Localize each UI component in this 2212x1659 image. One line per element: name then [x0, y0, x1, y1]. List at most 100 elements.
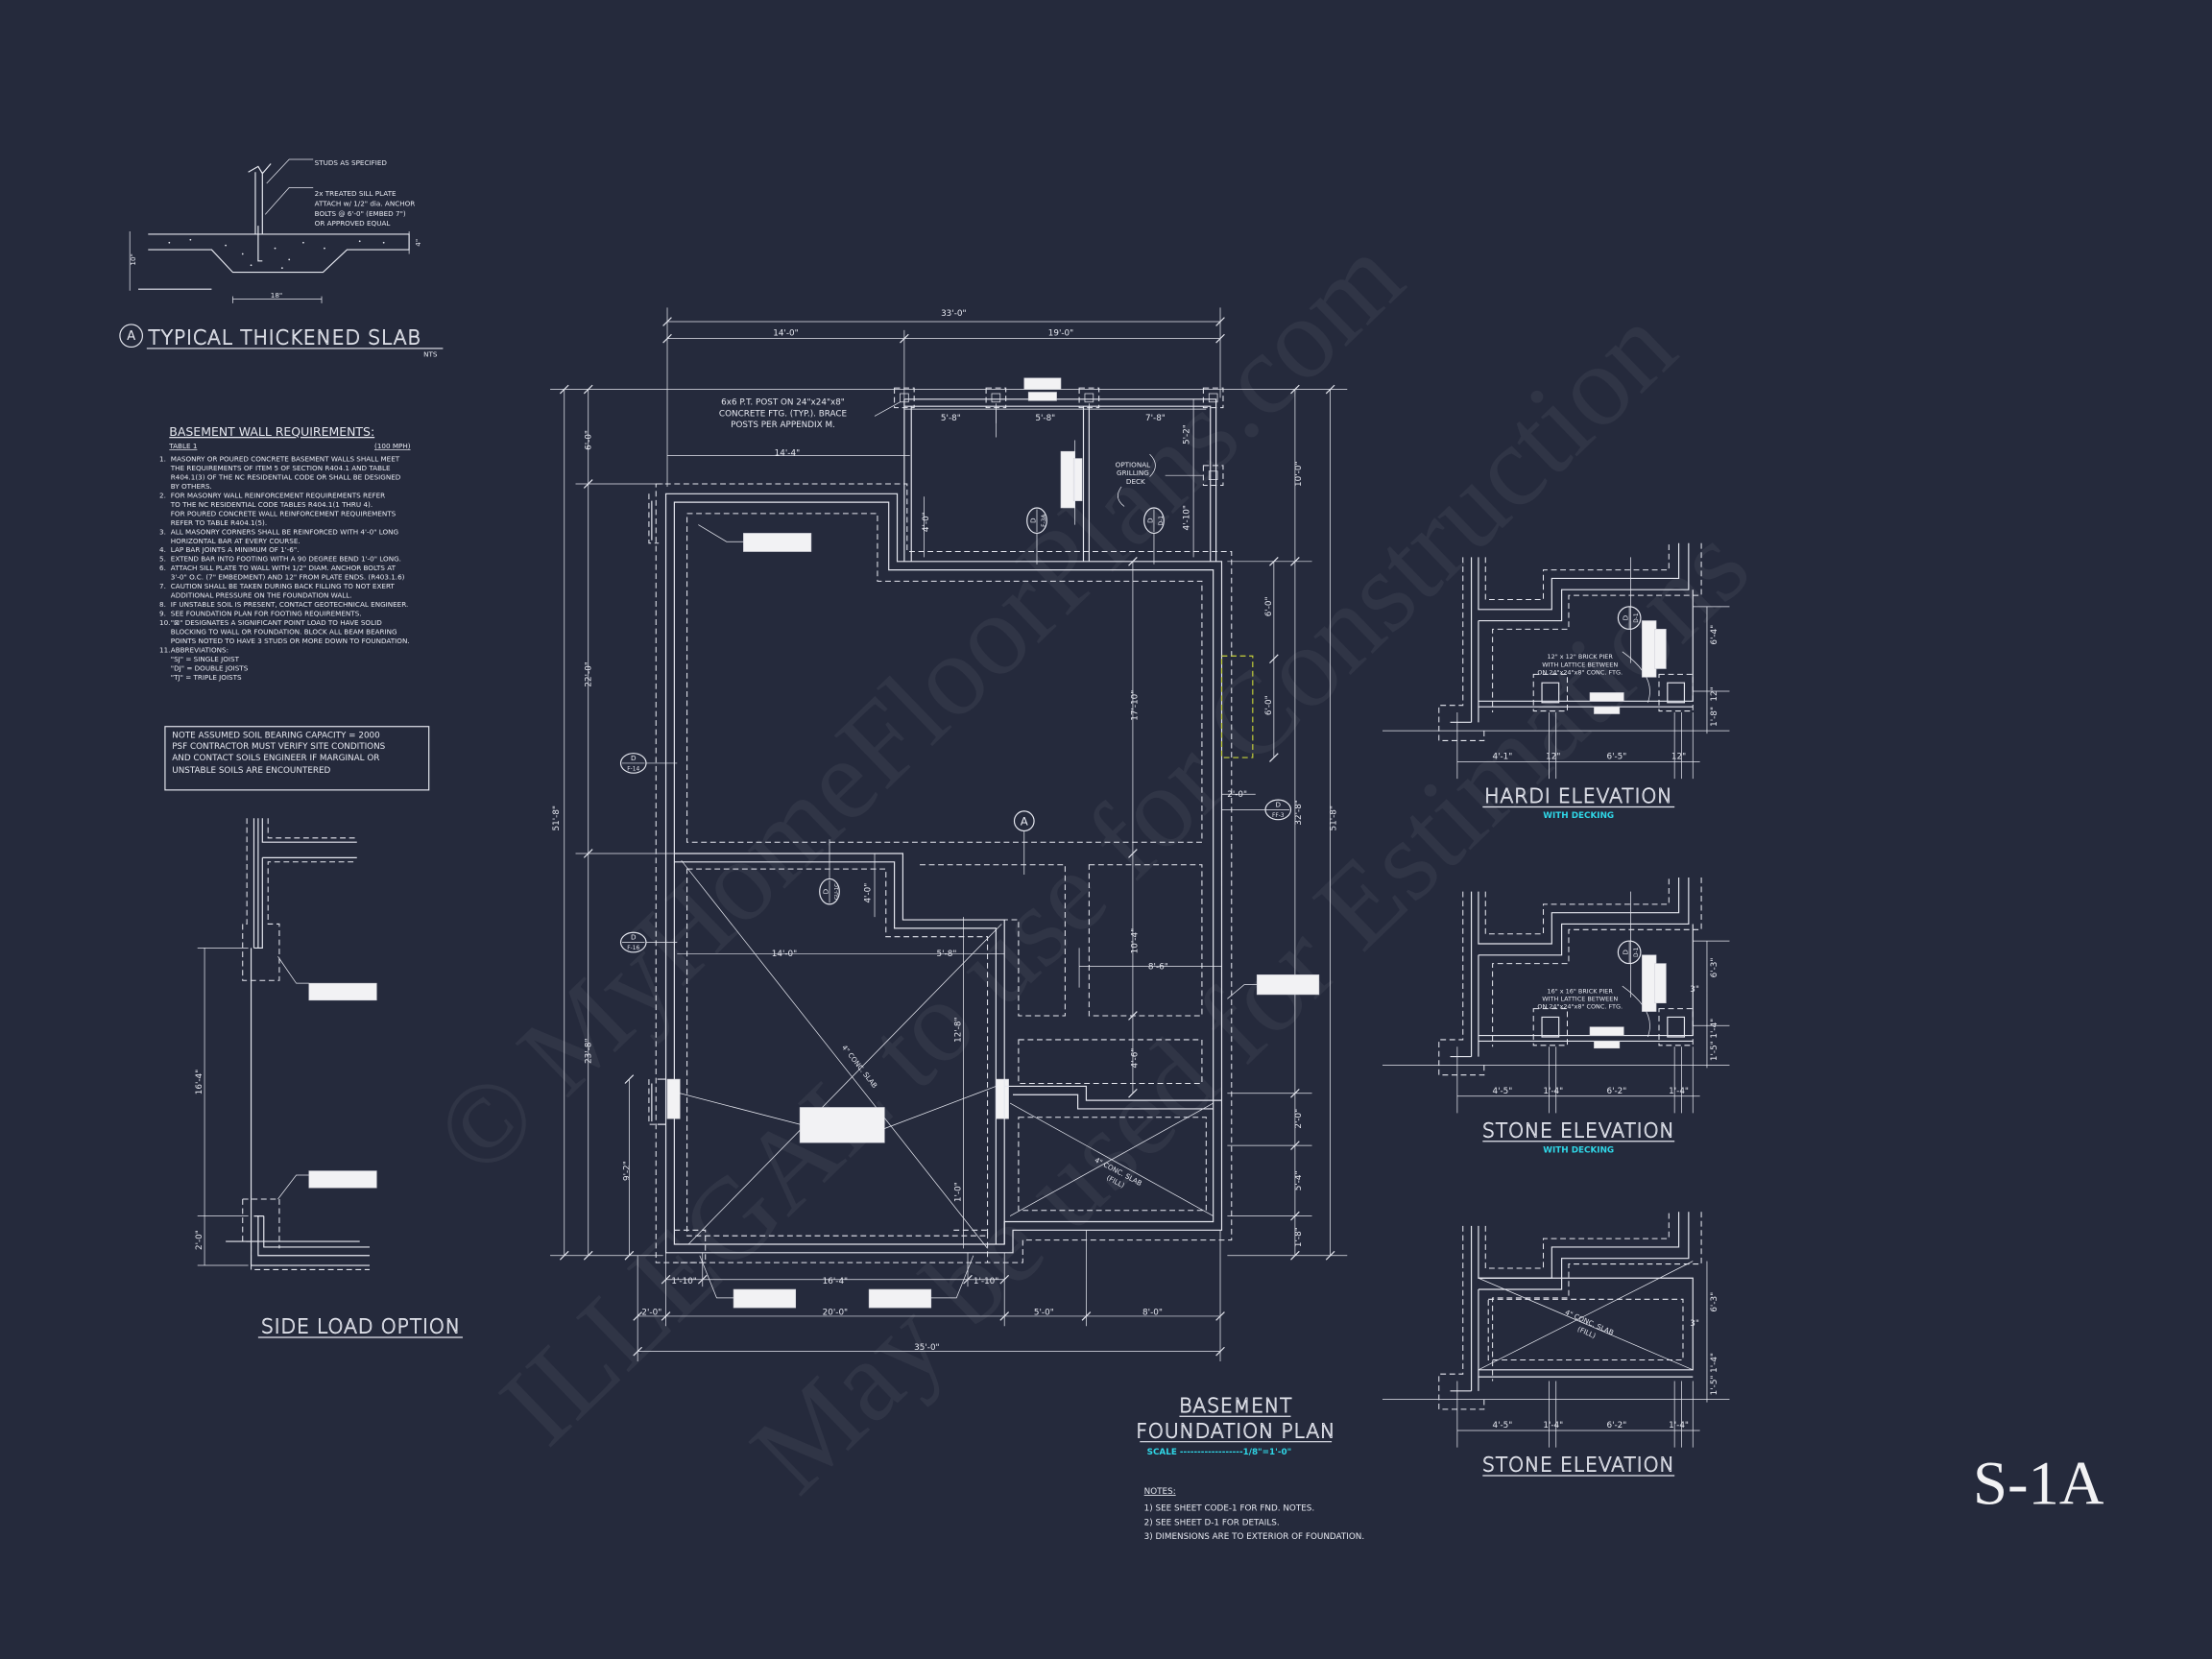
anchor-bolt: [257, 226, 263, 262]
dim-text: 5'-8": [941, 414, 961, 423]
plan-note: 2) SEE SHEET D-1 FOR DETAILS.: [1144, 1518, 1280, 1527]
pier-label: [666, 1078, 681, 1119]
notes-title: NOTES:: [1144, 1487, 1176, 1497]
footing-outer: [655, 483, 1233, 1263]
dim-text: 1'-0": [954, 1182, 964, 1202]
elevation-dim-text: 1'-4": [1710, 1019, 1719, 1039]
redacted-label: [743, 533, 812, 552]
dim-text: 16'-4": [823, 1277, 848, 1286]
dim-text: 12'-8": [954, 1017, 964, 1042]
detail-ref-letter: D: [822, 888, 830, 894]
redacted-label: [799, 1107, 885, 1143]
requirement-line: IF UNSTABLE SOIL IS PRESENT, CONTACT GEO…: [171, 600, 408, 609]
soil-note-box: NOTE ASSUMED SOIL BEARING CAPACITY = 200…: [164, 726, 430, 791]
elevation-title: STONE ELEVATION: [1482, 1454, 1675, 1477]
detail-ref-letter: D: [1029, 517, 1038, 523]
beam-label: [1060, 450, 1075, 509]
elevation-dim-text: 1'-4": [1669, 1087, 1689, 1096]
detail-ref-letter: D: [1275, 800, 1281, 808]
elevation-dim-text: 6'-3": [1710, 1292, 1719, 1312]
detail-ref-ff3[interactable]: D FF-3: [1264, 799, 1292, 821]
detail-ref-d1[interactable]: D D-1: [1143, 507, 1165, 565]
dim-text: 2'-0": [641, 1308, 661, 1317]
requirement-line: ALL MASONRY CORNERS SHALL BE REINFORCED …: [171, 527, 398, 536]
elevation-title: STONE ELEVATION: [1482, 1118, 1675, 1142]
garage-footing: [686, 868, 989, 1237]
dim-text: 19'-0": [1048, 329, 1073, 339]
side-load-option: 16'-4" 2'-0" SIDE LOAD OPTION: [195, 818, 463, 1338]
dim-text: 5'-8": [1035, 414, 1055, 423]
detail-ref-sheet: D-1: [1159, 516, 1165, 526]
detail-marker-circle: [119, 324, 143, 349]
elevation-dim-text: 4'-5": [1492, 1421, 1512, 1431]
dim-text: 4'-10": [1183, 505, 1192, 530]
requirement-line: HORIZONTAL BAR AT EVERY COURSE.: [171, 537, 301, 545]
requirement-number: 11.: [159, 646, 170, 655]
elevation-dim-text: 1'-5": [1710, 1041, 1719, 1061]
detail-ref-sheet: D-1: [1634, 613, 1640, 623]
dim-text: 33'-0": [941, 309, 966, 319]
requirement-line: LAP BAR JOINTS A MINIMUM OF 1'-6".: [171, 545, 300, 554]
slab-outline: [1478, 1277, 1694, 1378]
wall-requirements-table: TABLE 1: [168, 442, 197, 450]
garage-slab-x: [681, 860, 1002, 1249]
slab-depth-dim: 10": [129, 253, 137, 265]
dim-text: 9'-2": [622, 1161, 632, 1181]
elevation-subtitle: WITH DECKING: [1543, 1145, 1614, 1155]
beam-label: [1642, 620, 1657, 678]
plan-dimensions: 33'-0" 14'-0" 19'-0" 5'-8" 5'-8" 7'-8" 1…: [552, 309, 1339, 1353]
detail-ref-sheet: GU-1C: [834, 883, 840, 900]
section-marker-label: A: [1021, 815, 1028, 829]
dim-text: 5'-0": [1034, 1308, 1054, 1317]
detail-ref-f3a[interactable]: D F-3A: [1026, 507, 1047, 565]
detail-ref-sheet: F-16: [627, 946, 639, 951]
dim-text: 5'-4": [1294, 1170, 1304, 1190]
plan-title-line-1: BASEMENT: [1179, 1394, 1292, 1417]
stud-wall: [248, 163, 272, 234]
detail-ref-f14[interactable]: D F-14: [619, 753, 678, 774]
interior-wall: [1004, 1085, 1222, 1110]
section-marker-a[interactable]: A: [1013, 810, 1035, 832]
elevation-dim-text: 12": [1546, 753, 1560, 762]
requirement-line: FOR MASONRY WALL REINFORCEMENT REQUIREME…: [171, 491, 385, 499]
requirement-line: FOR POURED CONCRETE WALL REINFORCEMENT R…: [171, 509, 397, 517]
elevation-dim-text: 1'-4": [1543, 1421, 1563, 1431]
dim-text: 7'-8": [1145, 414, 1166, 423]
sill-callout-line: BOLTS @ 6'-0" (EMBED 7"): [315, 209, 406, 218]
soil-note-line: UNSTABLE SOILS ARE ENCOUNTERED: [172, 766, 330, 776]
dim-text: 4'-0": [922, 512, 931, 532]
plan-note: 3) DIMENSIONS ARE TO EXTERIOR OF FOUNDAT…: [1144, 1532, 1364, 1542]
beam-label: [1642, 954, 1657, 1012]
dim-text: 1'-8": [1294, 1227, 1304, 1247]
dim-text: 51'-8": [1330, 805, 1339, 830]
beam-label: [1654, 629, 1667, 669]
pier-note-line: ON 24"x24"x8" CONC. FTG.: [1537, 1003, 1623, 1011]
dim-text: 6'-0": [1264, 596, 1274, 616]
plan-dimension-lines: [550, 307, 1348, 1361]
detail-ref-letter: D: [631, 933, 637, 942]
sill-callout-line: ATTACH w/ 1/2" dia. ANCHOR: [315, 200, 416, 208]
dim-text: 14'-4": [775, 449, 800, 459]
post-note-line: CONCRETE FTG. (TYP.). BRACE: [719, 409, 847, 419]
redacted-label: [1594, 1041, 1621, 1049]
detail-ref-gu[interactable]: D GU-1C: [819, 839, 840, 905]
requirement-line: BLOCKING TO WALL OR FOUNDATION. BLOCK AL…: [171, 628, 397, 637]
dim-text: 6'-0": [1264, 695, 1274, 715]
slab-width-dim: 18": [271, 291, 282, 300]
requirement-line: REFER TO TABLE R404.1(5).: [171, 518, 267, 527]
post-note-line: 6x6 P.T. POST ON 24"x24"x8": [721, 398, 845, 408]
thickened-slab-detail: STUDS AS SPECIFIED 2x TREATED SILL PLATE…: [119, 158, 444, 359]
side-load-dim-long: 16'-4": [195, 1070, 204, 1094]
detail-ref-f16[interactable]: D F-16: [619, 931, 678, 953]
elevation-dim-text: 4'-5": [1492, 1087, 1512, 1096]
dim-text: 1'-10": [671, 1277, 696, 1286]
slab-dimension-lines: [129, 230, 410, 303]
pier-note-line: WITH LATTICE BETWEEN: [1542, 661, 1618, 668]
pier-note-line: ON 24"x24"x8" CONC. FTG.: [1537, 668, 1623, 676]
deck-note-line: GRILLING: [1117, 469, 1149, 477]
dim-text: 35'-0": [914, 1343, 939, 1353]
